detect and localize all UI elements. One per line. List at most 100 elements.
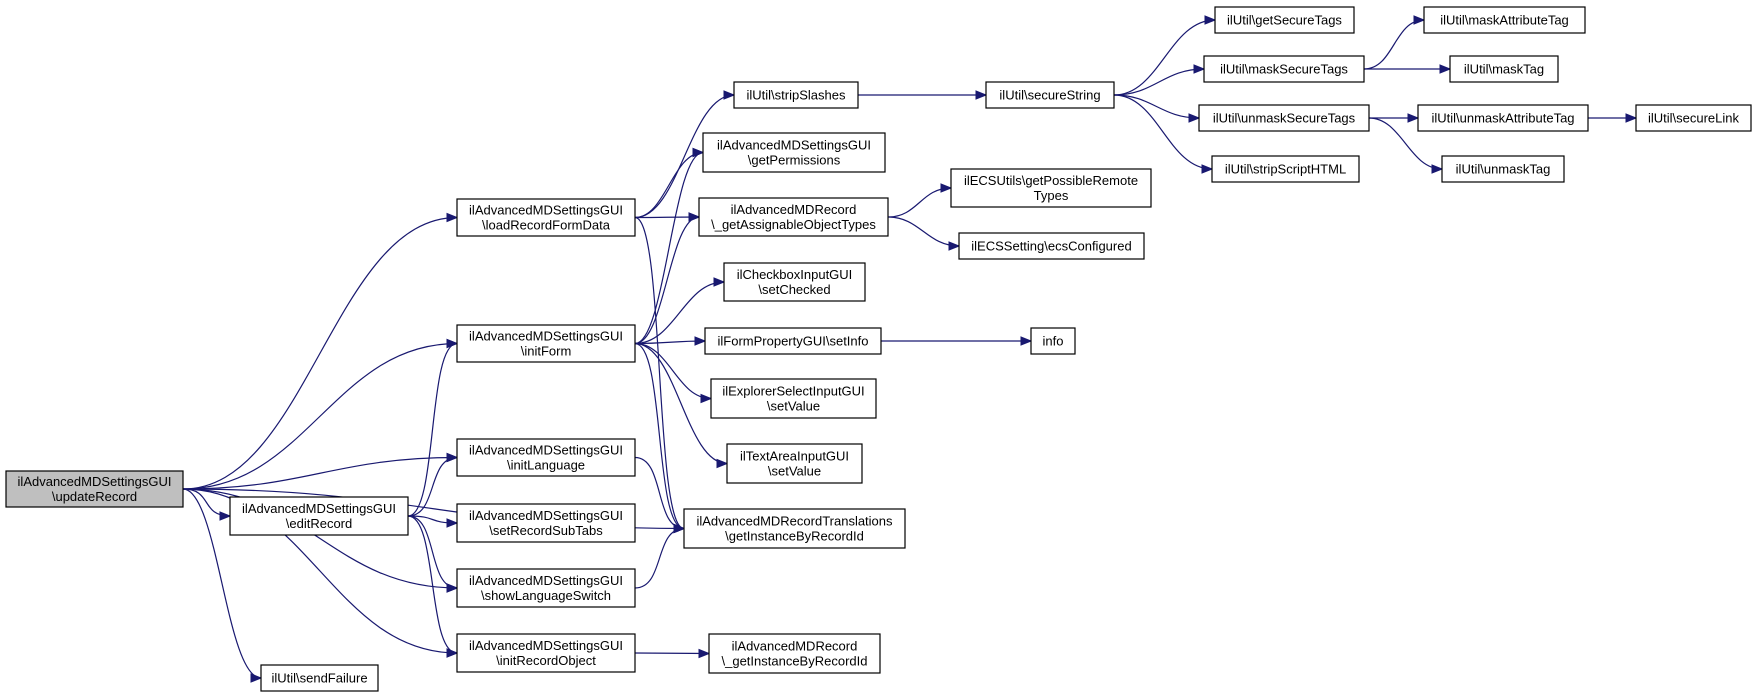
edge-line — [1113, 19, 1216, 96]
edge-line — [182, 342, 458, 490]
node-label-line: \setValue — [767, 399, 820, 414]
node-label-line: ilFormPropertyGUI\setInfo — [718, 334, 869, 349]
node-label-line: ilUtil\stripSlashes — [747, 88, 846, 103]
node-box — [723, 262, 866, 302]
edge-secure-string-to-strip-script-h-t-m-l — [1113, 94, 1214, 174]
node-label-line: ilUtil\sendFailure — [271, 671, 367, 686]
node-record-get-instance-by-record-id[interactable]: ilAdvancedMDRecord\_getInstanceByRecordI… — [708, 633, 881, 674]
edge-edit-record-to-init-language — [407, 452, 459, 517]
edge-line — [634, 216, 685, 530]
edge-init-form-to-set-checked — [634, 277, 726, 345]
node-ecs-configured[interactable]: ilECSSetting\ecsConfigured — [958, 232, 1145, 260]
node-label-line: ilAdvancedMDSettingsGUI — [469, 443, 623, 458]
edge-arrowhead — [1201, 164, 1214, 174]
node-get-assignable-object-types[interactable]: ilAdvancedMDRecord\_getAssignableObjectT… — [698, 197, 889, 237]
edge-arrowhead — [1407, 113, 1420, 123]
edge-secure-string-to-mask-secure-tags — [1113, 64, 1206, 96]
node-strip-script-h-t-m-l[interactable]: ilUtil\stripScriptHTML — [1211, 155, 1360, 183]
node-label-line: \setValue — [768, 464, 821, 479]
node-label-line: ilAdvancedMDSettingsGUI — [469, 573, 623, 588]
node-box — [704, 327, 882, 355]
node-unmask-secure-tags[interactable]: ilUtil\unmaskSecureTags — [1198, 104, 1370, 132]
node-show-language-switch[interactable]: ilAdvancedMDSettingsGUI\showLanguageSwit… — [456, 568, 636, 608]
node-explorer-set-value[interactable]: ilExplorerSelectInputGUI\setValue — [710, 378, 877, 419]
node-box — [456, 568, 636, 608]
node-info[interactable]: info — [1030, 327, 1076, 355]
edge-root-to-edit-record — [182, 488, 232, 521]
node-label-line: ilUtil\unmaskSecureTags — [1213, 111, 1356, 126]
node-box — [683, 508, 906, 549]
edge-root-to-init-language — [182, 452, 459, 490]
edge-init-form-to-set-info — [634, 336, 707, 346]
node-label-line: ilAdvancedMDSettingsGUI — [469, 508, 623, 523]
node-mask-tag[interactable]: ilUtil\maskTag — [1449, 55, 1559, 83]
node-box — [710, 378, 877, 419]
node-strip-slashes[interactable]: ilUtil\stripSlashes — [733, 81, 859, 109]
node-secure-link[interactable]: ilUtil\secureLink — [1635, 104, 1752, 132]
edge-line — [634, 456, 685, 530]
node-box — [1441, 155, 1565, 183]
edge-get-assignable-object-types-to-get-possible-remote-types — [887, 183, 953, 218]
edge-arrowhead — [446, 212, 459, 223]
node-label-line: \setRecordSubTabs — [489, 523, 603, 538]
node-mask-attribute-tag[interactable]: ilUtil\maskAttributeTag — [1423, 6, 1586, 34]
node-label-line: \setChecked — [758, 282, 830, 297]
node-box — [1203, 55, 1365, 83]
edge-arrowhead — [446, 648, 459, 658]
node-get-permissions[interactable]: ilAdvancedMDSettingsGUI\getPermissions — [702, 132, 886, 173]
node-box — [702, 132, 886, 173]
node-box — [456, 503, 636, 543]
edge-line — [1113, 94, 1213, 170]
edge-arrowhead — [1625, 113, 1638, 123]
edge-arrowhead — [948, 241, 961, 251]
edge-unmask-attribute-tag-to-secure-link — [1588, 113, 1638, 123]
node-get-instance-by-record-id[interactable]: ilAdvancedMDRecordTranslations\getInstan… — [683, 508, 906, 549]
node-text-area-set-value[interactable]: ilTextAreaInputGUI\setValue — [726, 443, 863, 484]
node-send-failure[interactable]: ilUtil\sendFailure — [260, 664, 379, 692]
edge-line — [634, 527, 685, 589]
edge-line — [634, 151, 704, 345]
node-box — [1423, 6, 1586, 34]
node-label-line: ilAdvancedMDSettingsGUI — [18, 474, 172, 489]
node-box — [456, 198, 636, 237]
node-box — [1635, 104, 1752, 132]
node-box — [229, 496, 409, 536]
edge-arrowhead — [1413, 15, 1426, 25]
node-init-language[interactable]: ilAdvancedMDSettingsGUI\initLanguage — [456, 438, 636, 477]
edge-init-form-to-explorer-set-value — [634, 342, 713, 404]
node-init-form[interactable]: ilAdvancedMDSettingsGUI\initForm — [456, 324, 636, 363]
node-load-record-form-data[interactable]: ilAdvancedMDSettingsGUI\loadRecordFormDa… — [456, 198, 636, 237]
node-set-info[interactable]: ilFormPropertyGUI\setInfo — [704, 327, 882, 355]
node-label-line: \_getAssignableObjectTypes — [711, 217, 876, 232]
node-init-record-object[interactable]: ilAdvancedMDSettingsGUI\initRecordObject — [456, 633, 636, 673]
function-nodes: ilAdvancedMDSettingsGUI\updateRecordilAd… — [5, 6, 1752, 692]
node-get-secure-tags[interactable]: ilUtil\getSecureTags — [1214, 6, 1355, 34]
node-label-line: Types — [1034, 188, 1069, 203]
edge-arrowhead — [975, 90, 988, 100]
node-unmask-tag[interactable]: ilUtil\unmaskTag — [1441, 155, 1565, 183]
node-box — [950, 168, 1152, 208]
node-set-record-sub-tabs[interactable]: ilAdvancedMDSettingsGUI\setRecordSubTabs — [456, 503, 636, 543]
edge-arrowhead — [700, 393, 713, 404]
node-box — [456, 633, 636, 673]
node-set-checked[interactable]: ilCheckboxInputGUI\setChecked — [723, 262, 866, 302]
node-secure-string[interactable]: ilUtil\secureString — [985, 81, 1115, 109]
edge-arrowhead — [1439, 64, 1452, 74]
node-edit-record[interactable]: ilAdvancedMDSettingsGUI\editRecord — [229, 496, 409, 536]
edge-arrowhead — [250, 673, 263, 683]
node-box — [5, 470, 184, 508]
node-root[interactable]: ilAdvancedMDSettingsGUI\updateRecord — [5, 470, 184, 508]
edge-arrowhead — [688, 212, 701, 222]
node-mask-secure-tags[interactable]: ilUtil\maskSecureTags — [1203, 55, 1365, 83]
node-label-line: \showLanguageSwitch — [481, 588, 611, 603]
node-label-line: ilUtil\stripScriptHTML — [1225, 162, 1346, 177]
edge-edit-record-to-init-form — [407, 338, 459, 517]
edge-init-form-to-get-assignable-object-types — [634, 212, 701, 345]
node-label-line: \loadRecordFormData — [482, 218, 611, 233]
node-label-line: \initRecordObject — [496, 653, 596, 668]
call-edges — [182, 15, 1638, 683]
node-unmask-attribute-tag[interactable]: ilUtil\unmaskAttributeTag — [1417, 104, 1589, 132]
edge-init-form-to-text-area-set-value — [634, 342, 729, 469]
